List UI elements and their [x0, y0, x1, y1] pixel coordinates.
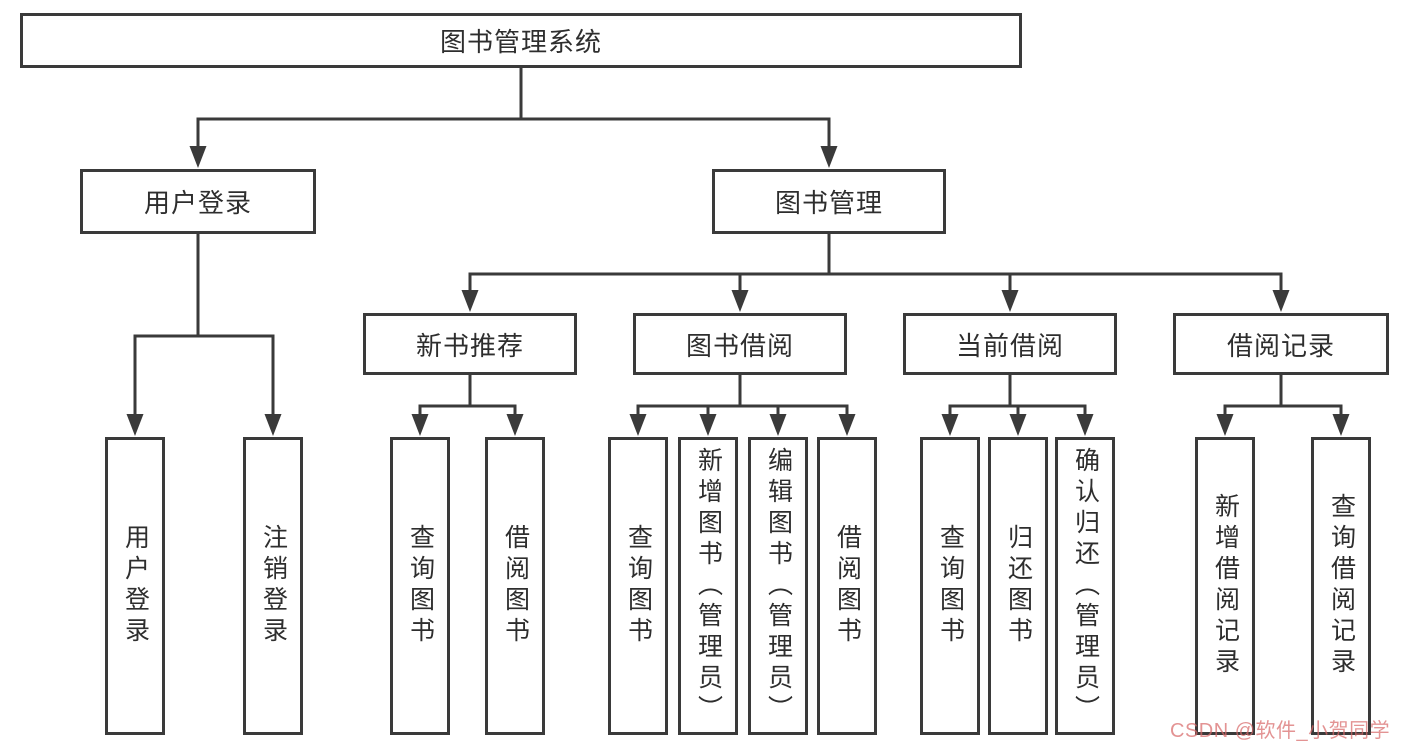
leaf-return-books: 归还图书 [988, 437, 1048, 735]
leaf-borrow-books-borrowing: 借阅图书 [817, 437, 877, 735]
arrowhead-icon [506, 414, 524, 436]
node-library-management-system: 图书管理系统 [20, 13, 1022, 68]
leaf-add-books-admin: 新增图书（管理员） [678, 437, 738, 735]
leaf-query-books-borrowing: 查询图书 [608, 437, 668, 735]
leaf-query-books-recommend-label: 查询图书 [406, 524, 435, 648]
leaf-return-books-label: 归还图书 [1004, 524, 1033, 648]
node-library-management-system-label: 图书管理系统 [439, 27, 602, 57]
leaf-user-login: 用户登录 [105, 437, 165, 735]
arrowhead-icon [411, 414, 429, 436]
node-new-book-recommendation: 新书推荐 [363, 313, 577, 375]
leaf-edit-books-admin: 编辑图书（管理员） [748, 437, 808, 735]
arrowhead-icon [1076, 414, 1094, 436]
arrowhead-icon [820, 146, 838, 168]
arrowhead-icon [126, 414, 144, 436]
leaf-confirm-return-admin-label: 确认归还（管理员） [1071, 446, 1100, 726]
node-current-borrowing-label: 当前借阅 [955, 330, 1064, 361]
arrowhead-icon [769, 414, 787, 436]
arrowhead-icon [629, 414, 647, 436]
leaf-edit-books-admin-label: 编辑图书（管理员） [764, 446, 793, 726]
arrowhead-icon [941, 414, 959, 436]
node-book-management: 图书管理 [712, 169, 946, 234]
node-book-management-label: 图书管理 [774, 188, 883, 218]
leaf-borrow-books-recommend-label: 借阅图书 [501, 524, 530, 648]
leaf-query-borrow-record-label: 查询借阅记录 [1327, 493, 1356, 679]
leaf-borrow-books-borrowing-label: 借阅图书 [833, 524, 862, 648]
arrowhead-icon [731, 290, 749, 312]
arrowhead-icon [1332, 414, 1350, 436]
leaf-add-books-admin-label: 新增图书（管理员） [694, 446, 723, 726]
leaf-user-login-label: 用户登录 [121, 524, 150, 648]
node-user-login: 用户登录 [80, 169, 316, 234]
node-current-borrowing: 当前借阅 [903, 313, 1117, 375]
arrowhead-icon [838, 414, 856, 436]
leaf-logout-label: 注销登录 [259, 524, 288, 648]
arrowhead-icon [699, 414, 717, 436]
leaf-query-books-current: 查询图书 [920, 437, 980, 735]
leaf-query-books-recommend: 查询图书 [390, 437, 450, 735]
arrowhead-icon [1001, 290, 1019, 312]
node-borrowing-records: 借阅记录 [1173, 313, 1389, 375]
leaf-add-borrow-record: 新增借阅记录 [1195, 437, 1255, 735]
leaf-query-books-current-label: 查询图书 [936, 524, 965, 648]
arrowhead-icon [1216, 414, 1234, 436]
node-new-book-recommendation-label: 新书推荐 [415, 330, 524, 361]
node-book-borrowing-label: 图书借阅 [685, 330, 794, 361]
leaf-borrow-books-recommend: 借阅图书 [485, 437, 545, 735]
arrowhead-icon [1272, 290, 1290, 312]
leaf-logout: 注销登录 [243, 437, 303, 735]
leaf-query-books-borrowing-label: 查询图书 [624, 524, 653, 648]
leaf-confirm-return-admin: 确认归还（管理员） [1055, 437, 1115, 735]
csdn-watermark: CSDN @软件_小贺同学 [1170, 720, 1391, 742]
arrowhead-icon [1009, 414, 1027, 436]
node-borrowing-records-label: 借阅记录 [1226, 330, 1335, 361]
arrowhead-icon [189, 146, 207, 168]
leaf-query-borrow-record: 查询借阅记录 [1311, 437, 1371, 735]
leaf-add-borrow-record-label: 新增借阅记录 [1211, 493, 1240, 679]
node-book-borrowing: 图书借阅 [633, 313, 847, 375]
arrowhead-icon [461, 290, 479, 312]
arrowhead-icon [264, 414, 282, 436]
node-user-login-label: 用户登录 [143, 188, 252, 218]
